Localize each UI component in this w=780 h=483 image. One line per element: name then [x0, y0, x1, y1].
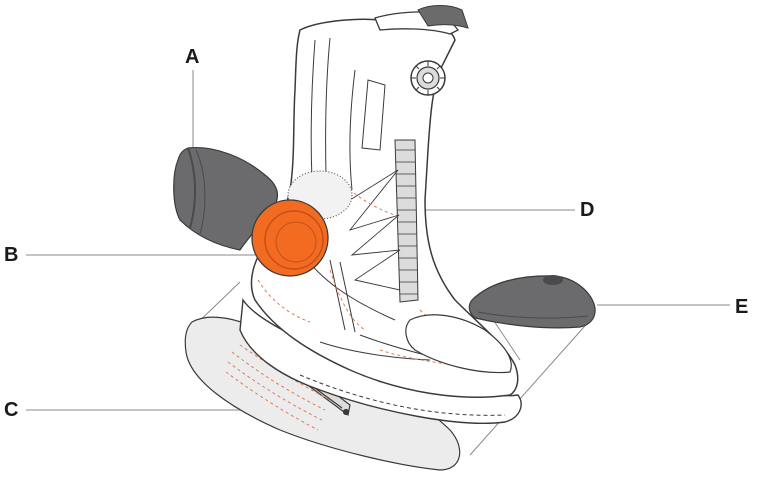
callout-e: E	[735, 296, 749, 318]
callout-d: D	[580, 199, 595, 221]
leader-lines	[26, 70, 730, 456]
insole-stitching	[225, 344, 331, 431]
callout-c: C	[4, 399, 19, 421]
boa-dial	[410, 60, 446, 96]
toe-box	[405, 314, 512, 374]
callout-a: A	[185, 46, 200, 68]
callout-b: B	[4, 244, 19, 266]
laces	[348, 169, 401, 291]
toe-cap-icon	[468, 275, 596, 329]
lace-track-ribs	[396, 149, 418, 295]
sole-tread	[299, 374, 506, 416]
ankle-pad-icon	[173, 146, 279, 251]
toe-cap	[468, 275, 596, 329]
pull-tab	[417, 5, 469, 29]
guide-line-2	[469, 317, 593, 456]
heel-cushion	[251, 199, 329, 277]
lace-track	[394, 139, 419, 303]
ankle-pad	[173, 146, 279, 251]
